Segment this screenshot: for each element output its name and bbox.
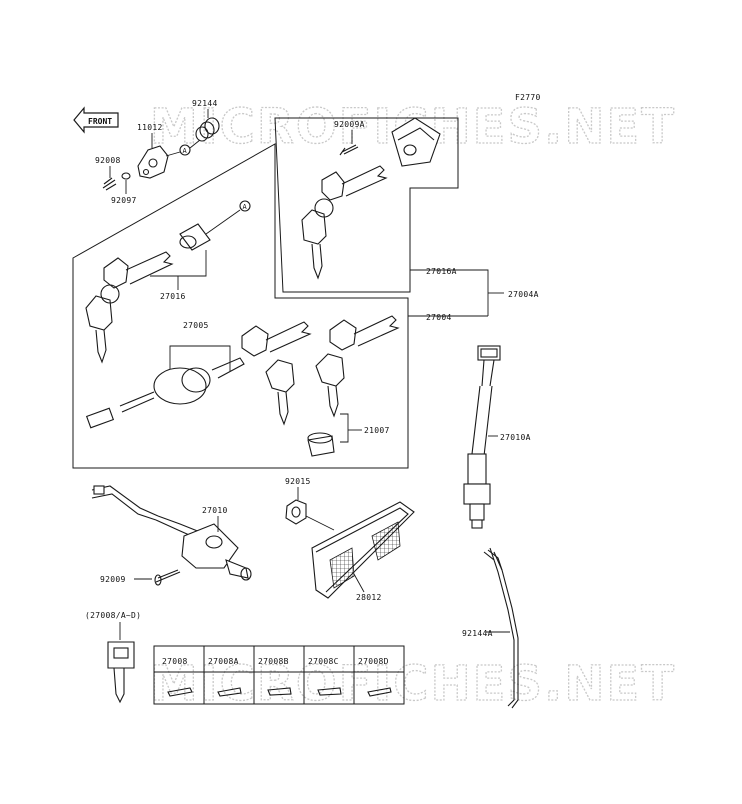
leader-27016 — [150, 250, 207, 277]
key-table-header-1: 27008A — [208, 657, 239, 666]
connector-27010A-icon — [471, 345, 501, 457]
switch-27010A-icon — [463, 453, 491, 529]
key-table — [153, 645, 405, 705]
key-table-header-0: 27008 — [162, 657, 188, 666]
key-table-header-2: 27008B — [258, 657, 289, 666]
label-92015: 92015 — [285, 477, 311, 486]
ref-marker-a1 — [179, 144, 191, 156]
indicator-lens-28012-icon — [311, 501, 415, 599]
label-27010: 27010 — [202, 506, 228, 515]
key-table-header-4: 27008D — [358, 657, 389, 666]
front-label: FRONT — [88, 117, 112, 126]
frame-27004 — [72, 143, 409, 469]
seat-lock-cover-icon — [391, 117, 441, 167]
ignition-switch-icon — [85, 367, 211, 429]
label-92009: 92009 — [100, 575, 126, 584]
label-11012: 11012 — [137, 123, 163, 132]
ref-marker-a2-text: A — [243, 203, 248, 211]
bracket-11012-icon — [137, 145, 169, 179]
leader-92015b — [305, 515, 335, 531]
label-92144: 92144 — [192, 99, 218, 108]
label-28012: 28012 — [356, 593, 382, 602]
label-92144A: 92144A — [462, 629, 493, 638]
lock-cap-21007-icon — [307, 432, 335, 457]
grommet-92015-icon — [285, 499, 307, 525]
label-27005: 27005 — [183, 321, 209, 330]
leader-a1 — [165, 151, 181, 157]
frame-27016A — [274, 117, 459, 293]
lock-cylinder-icon — [179, 223, 211, 251]
label-27008: (27008/A~D) — [85, 611, 141, 620]
ref-marker-a2 — [239, 200, 251, 212]
leader-28012 — [353, 573, 365, 593]
label-21007: 21007 — [364, 426, 390, 435]
key-pair-27016-icon — [85, 251, 174, 364]
label-27004: 27004 — [426, 313, 452, 322]
leader-21007a — [340, 413, 349, 443]
key-table-header-3: 27008C — [308, 657, 339, 666]
screw-92008-icon — [102, 177, 117, 191]
key-pair-27005-icon — [211, 321, 312, 426]
screw-92009-icon — [154, 569, 181, 586]
spring-92144-icon — [195, 117, 220, 142]
washer-92097-icon — [121, 172, 131, 180]
figure-code: F2770 — [515, 93, 541, 102]
label-27016A: 27016A — [426, 267, 457, 276]
leader-a1b — [189, 139, 201, 149]
key-pair-27016A-icon — [301, 165, 388, 280]
blank-key-icon — [107, 641, 135, 704]
label-92009A: 92009A — [334, 120, 365, 129]
key-pair-21007-icon — [315, 315, 400, 418]
label-27004A: 27004A — [508, 290, 539, 299]
label-27010A: 27010A — [500, 433, 531, 442]
watermark-bottom: MICROFICHES.NET — [150, 656, 676, 712]
leader-a2 — [205, 209, 241, 235]
front-arrow-icon: FRONT — [73, 106, 119, 134]
ref-marker-a1-text: A — [183, 147, 188, 155]
label-27016: 27016 — [160, 292, 186, 301]
screw-92009A-icon — [339, 144, 359, 156]
cable-92144A-icon — [483, 547, 519, 709]
wire-harness-27010-icon — [91, 485, 201, 539]
leader-27016A — [410, 269, 489, 316]
switch-27010-icon — [181, 523, 252, 581]
label-92008: 92008 — [95, 156, 121, 165]
leader-27005 — [169, 345, 231, 372]
label-92097: 92097 — [111, 196, 137, 205]
